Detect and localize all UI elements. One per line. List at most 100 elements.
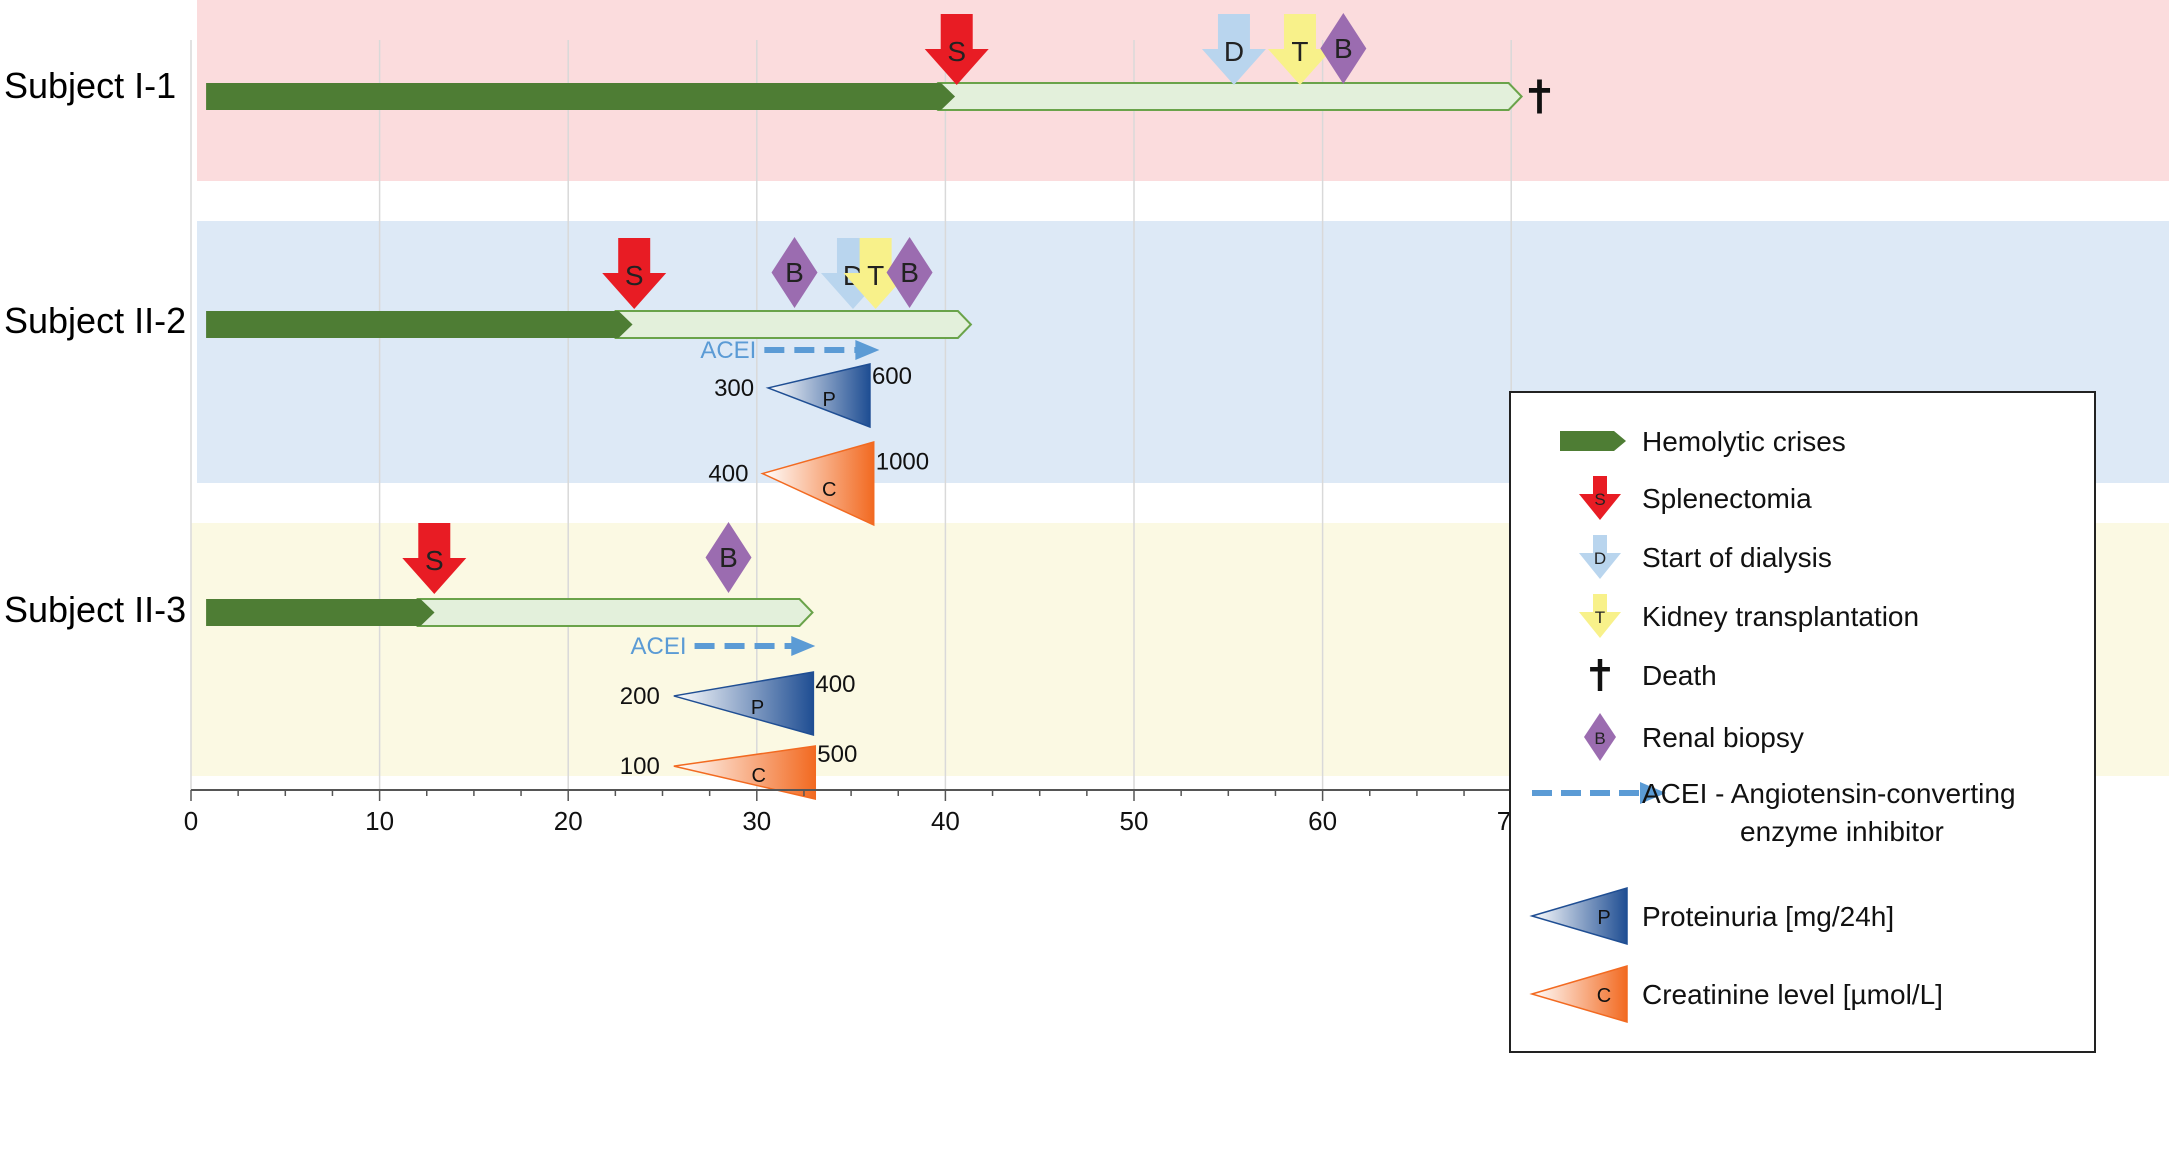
creatinine-triangle-letter: C xyxy=(751,765,765,787)
legend-item: D Start of dialysis xyxy=(1579,535,1832,579)
creatinine-triangle-end-value: 1000 xyxy=(876,449,929,476)
creatinine-triangle-end-value: 500 xyxy=(817,741,857,768)
legend-label: Creatinine level [µmol/L] xyxy=(1642,979,1943,1010)
tick-label: 30 xyxy=(742,806,771,836)
proteinuria-icon-letter: P xyxy=(1597,907,1610,929)
proteinuria-triangle-start-value: 200 xyxy=(620,683,660,710)
transplant-arrow-letter: T xyxy=(1291,36,1308,67)
biopsy-letter: B xyxy=(900,257,919,288)
proteinuria-triangle-end-value: 400 xyxy=(815,671,855,698)
biopsy-marker xyxy=(705,522,752,593)
death-cross-horizontal xyxy=(1528,88,1551,93)
creatinine-icon xyxy=(1529,964,1628,1024)
dialysis-arrow-letter: D xyxy=(1224,36,1244,67)
biopsy-marker xyxy=(771,237,818,308)
legend-label: Splenectomia xyxy=(1642,483,1812,514)
tick-label: 60 xyxy=(1308,806,1337,836)
transplant-arrow-letter: T xyxy=(867,260,884,291)
hemolytic-crises-bar xyxy=(206,599,435,626)
legend-item: T Kidney transplantation xyxy=(1579,594,1919,638)
hemolytic-crises-bar xyxy=(206,83,956,110)
transplant-icon-letter: T xyxy=(1595,608,1605,627)
hemolytic-icon xyxy=(1560,431,1626,451)
dialysis-icon xyxy=(1579,535,1621,579)
transplant-icon xyxy=(1579,594,1621,638)
tick-label: 20 xyxy=(554,806,583,836)
creatinine-triangle xyxy=(673,745,817,800)
subject-label: Subject II-3 xyxy=(4,589,186,630)
legend-label: Proteinuria [mg/24h] xyxy=(1642,901,1894,932)
tick-label: 40 xyxy=(931,806,960,836)
acei-label: ACEI xyxy=(700,337,756,364)
proteinuria-triangle-end-value: 600 xyxy=(872,363,912,390)
legend-item: B Renal biopsy xyxy=(1584,713,1804,761)
biopsy-letter: B xyxy=(1334,33,1353,64)
proteinuria-triangle-letter: P xyxy=(751,697,764,719)
death-icon-horizontal xyxy=(1590,667,1610,672)
tick-label: 10 xyxy=(365,806,394,836)
hemolytic-crises-bar xyxy=(206,311,633,338)
legend-label: Kidney transplantation xyxy=(1642,601,1919,632)
legend-item: Death xyxy=(1590,659,1717,691)
legend-label: ACEI - Angiotensin-converting xyxy=(1642,778,2016,809)
proteinuria-icon xyxy=(1529,886,1628,946)
biopsy-marker xyxy=(886,237,933,308)
acei-arrowhead xyxy=(791,636,816,656)
proteinuria-triangle-start-value: 300 xyxy=(714,375,754,402)
biopsy-letter: B xyxy=(785,257,804,288)
tick-label: 50 xyxy=(1120,806,1149,836)
death-icon-vertical xyxy=(1597,659,1603,691)
biopsy-icon-letter: B xyxy=(1594,729,1605,748)
follow-up-bar xyxy=(614,310,973,339)
legend-item: Hemolytic crises xyxy=(1560,426,1846,457)
biopsy-marker xyxy=(1320,13,1367,84)
splenectomy-arrow xyxy=(602,238,667,309)
proteinuria-triangle xyxy=(673,671,815,736)
splenectomy-icon-letter: S xyxy=(1594,490,1605,509)
legend-label: Hemolytic crises xyxy=(1642,426,1846,457)
legend-item: C Creatinine level [µmol/L] xyxy=(1529,964,1943,1024)
subject-label: Subject I-1 xyxy=(4,65,176,106)
subject-label: Subject II-2 xyxy=(4,300,186,341)
legend-item: S Splenectomia xyxy=(1579,476,1812,520)
creatinine-icon-letter: C xyxy=(1597,985,1611,1007)
subject-row: Subject II-2SBDTBACEIP300600C4001000 xyxy=(4,237,973,527)
x-axis: 010203040506070 xyxy=(184,789,1549,836)
acei-label: ACEI xyxy=(631,633,687,660)
legend-label: Start of dialysis xyxy=(1642,542,1832,573)
follow-up-bar xyxy=(416,598,814,627)
legend-label: Death xyxy=(1642,660,1717,691)
acei-icon-head xyxy=(1640,782,1666,804)
death-cross-vertical xyxy=(1537,79,1542,114)
proteinuria-triangle xyxy=(765,363,871,429)
creatinine-triangle xyxy=(760,441,875,527)
creatinine-triangle-letter: C xyxy=(822,479,836,501)
transplant-arrow xyxy=(843,238,908,309)
biopsy-icon xyxy=(1584,713,1616,761)
splenectomy-arrow xyxy=(402,523,467,594)
splenectomy-arrow-letter: S xyxy=(425,545,444,576)
dialysis-arrow xyxy=(1201,14,1266,85)
proteinuria-triangle-letter: P xyxy=(823,389,836,411)
transplant-arrow xyxy=(1267,14,1332,85)
legend-item: ACEI - Angiotensin-converting enzyme inhi… xyxy=(1532,778,2016,847)
legend-item: P Proteinuria [mg/24h] xyxy=(1529,886,1894,946)
splenectomy-arrow-letter: S xyxy=(947,36,966,67)
follow-up-bar xyxy=(936,82,1524,111)
creatinine-triangle-start-value: 100 xyxy=(620,753,660,780)
dialysis-icon-letter: D xyxy=(1594,549,1606,568)
legend-label-continued: enzyme inhibitor xyxy=(1740,816,1944,847)
acei-arrowhead xyxy=(855,340,880,360)
tick-label: 0 xyxy=(184,806,198,836)
creatinine-triangle-start-value: 400 xyxy=(708,461,748,488)
splenectomy-arrow xyxy=(924,14,989,85)
legend-label: Renal biopsy xyxy=(1642,722,1804,753)
biopsy-letter: B xyxy=(719,542,738,573)
splenectomy-arrow-letter: S xyxy=(625,260,644,291)
splenectomy-icon xyxy=(1579,476,1621,520)
